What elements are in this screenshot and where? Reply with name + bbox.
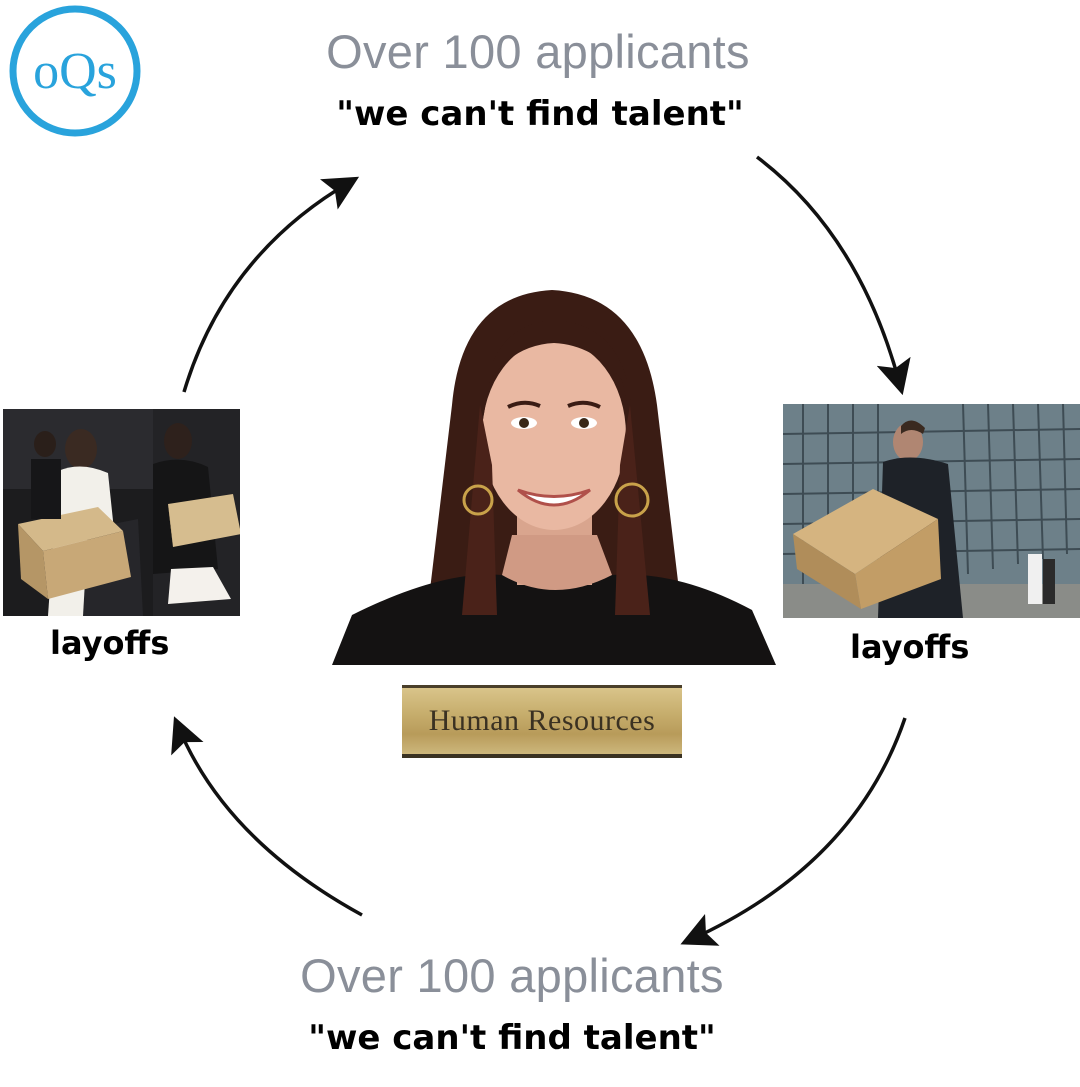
right-caption: layoffs [850,628,970,666]
arrow-right-to-bottom [680,717,907,946]
hr-person-photo [332,285,776,665]
layoffs-photo-left [3,409,240,616]
plaque-label: Human Resources [428,704,656,737]
layoffs-photo-right [783,404,1080,618]
arrow-bottom-to-left [171,716,363,917]
top-headline: Over 100 applicants [326,25,750,78]
bottom-quote: "we can't find talent" [308,1018,716,1058]
left-caption: layoffs [50,624,170,662]
human-resources-plaque: Human Resources [402,685,682,758]
arrow-top-to-right [755,155,911,396]
top-quote: "we can't find talent" [336,94,744,134]
logo-text: oQs [33,43,117,100]
oqs-logo-mark: oQs [9,5,141,137]
bottom-headline: Over 100 applicants [300,949,724,1002]
oqs-logo: oQs [8,4,142,138]
arrow-left-to-top [182,176,360,393]
